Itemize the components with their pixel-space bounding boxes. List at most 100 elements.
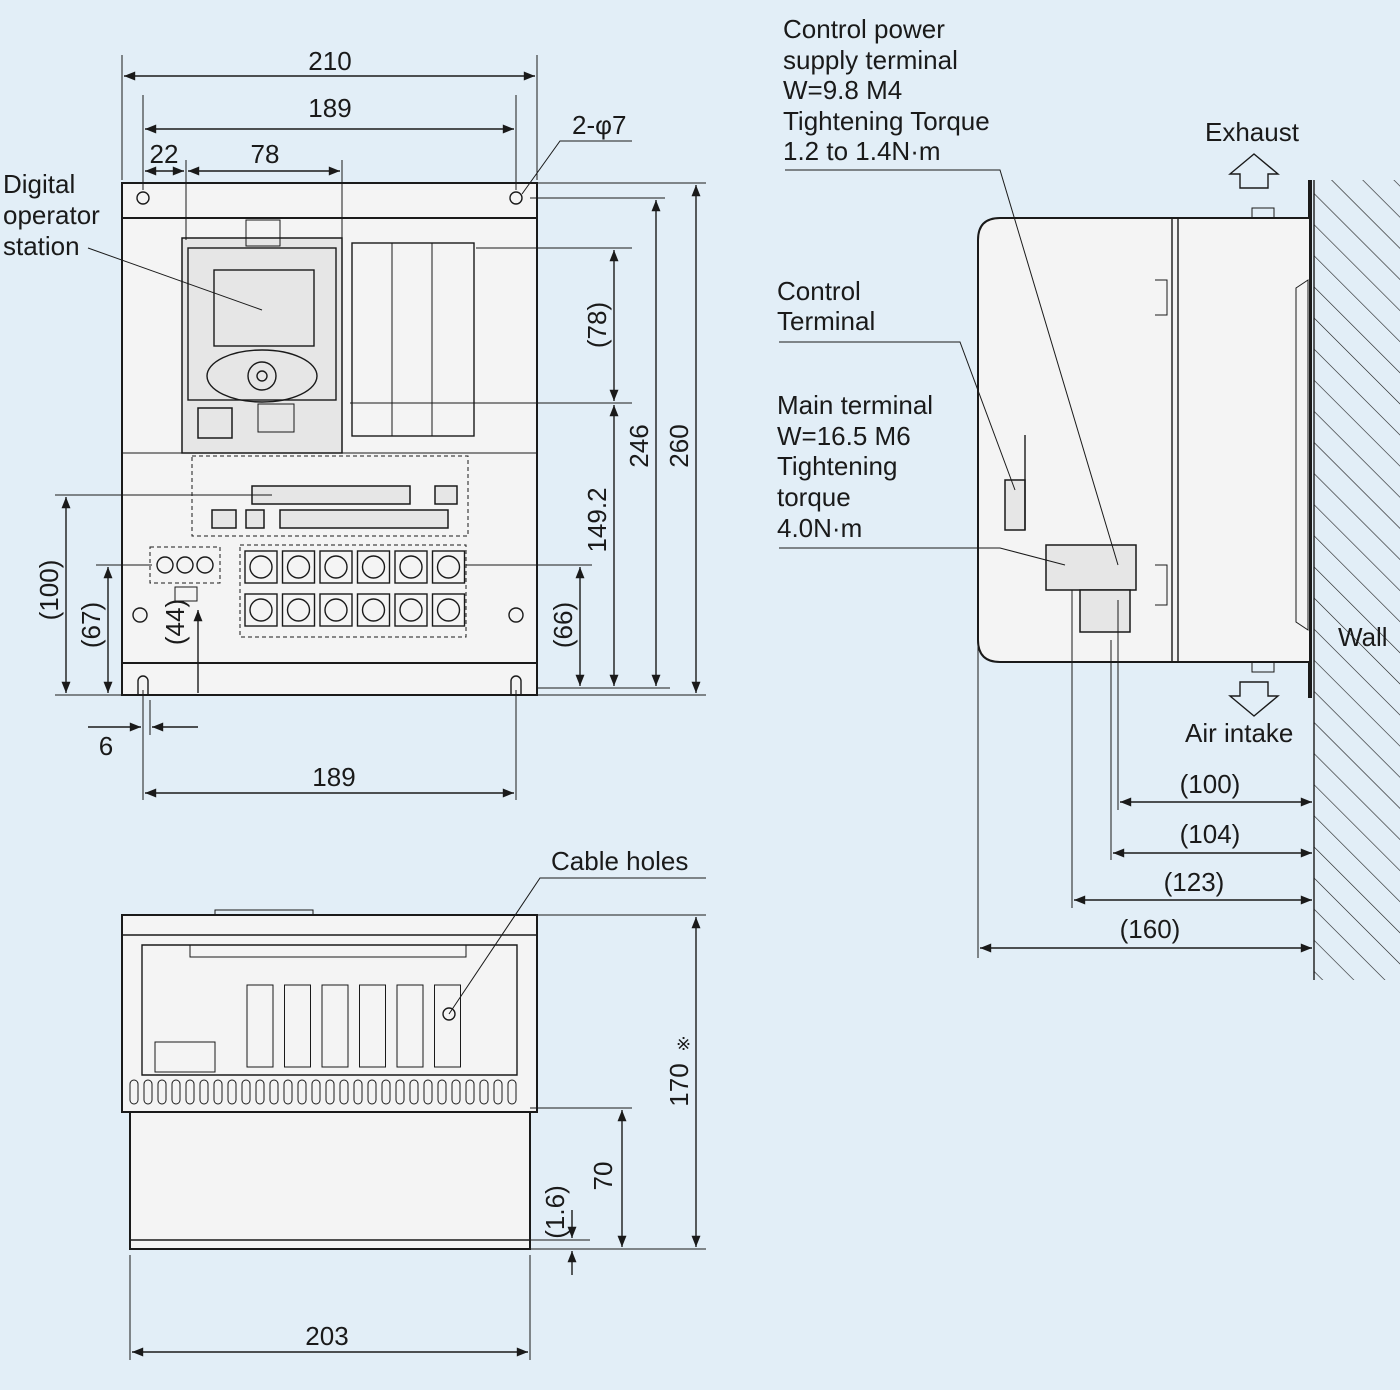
vent-slot <box>493 1079 503 1105</box>
screw-icon <box>399 598 423 622</box>
screw-icon <box>176 556 194 574</box>
vent-slot <box>297 1079 307 1105</box>
vent-slot <box>157 1079 167 1105</box>
wall-hatch <box>1314 180 1400 980</box>
dim-side-160: (160) <box>1120 914 1181 944</box>
vent-slot <box>395 1079 405 1105</box>
dim-44: (44) <box>160 599 190 645</box>
screw-icon <box>436 598 461 622</box>
cable-hole-panel <box>434 984 461 1068</box>
terminal-block <box>281 593 316 627</box>
cable-hole-panel <box>321 984 349 1068</box>
label-control-power-5: 1.2 to 1.4N·m <box>783 136 941 166</box>
dim-22: 22 <box>150 139 179 169</box>
label-control-power-2: supply terminal <box>783 45 958 75</box>
vent-slot <box>199 1079 209 1105</box>
dim-67: (67) <box>76 602 106 648</box>
terminal-block <box>244 593 278 627</box>
vent-slot <box>255 1079 265 1105</box>
label-control-power-3: W=9.8 M4 <box>783 75 902 105</box>
vent-slot <box>423 1079 433 1105</box>
label-main-terminal-5: 4.0N·m <box>777 513 862 543</box>
cable-hole-panel <box>246 984 274 1068</box>
vent-slot <box>311 1079 321 1105</box>
vent-slot <box>353 1079 363 1105</box>
screw-icon <box>361 598 386 622</box>
side-annotations: Control power supply terminal W=9.8 M4 T… <box>777 14 1388 958</box>
screw-icon <box>399 555 423 579</box>
vent-slot <box>507 1079 517 1105</box>
air-intake-arrow-icon <box>1228 681 1280 717</box>
screw-icon <box>286 598 311 622</box>
dim-78-vertical: (78) <box>582 302 612 348</box>
bottom-dimensions: Cable holes 170 ※ 70 (1.6) 203 <box>129 846 706 1360</box>
screw-icon <box>196 556 214 574</box>
vent-slot <box>409 1079 419 1105</box>
vent-slot <box>129 1079 139 1105</box>
vent-slot <box>185 1079 195 1105</box>
vent-slot <box>437 1079 447 1105</box>
dim-1-6: (1.6) <box>540 1185 570 1238</box>
vent-slot <box>143 1079 153 1105</box>
dim-100-left: (100) <box>34 560 64 621</box>
bottom-view <box>121 909 538 1250</box>
dim-170-note-mark: ※ <box>676 1034 691 1054</box>
screw-icon <box>286 555 311 579</box>
label-control-power-4: Tightening Torque <box>783 106 990 136</box>
vent-slot <box>283 1079 293 1105</box>
screw-icon <box>249 598 273 622</box>
label-operator-line1: Digital <box>3 169 75 199</box>
label-main-terminal-4: torque <box>777 482 851 512</box>
dim-246: 246 <box>624 424 654 467</box>
screw-icon <box>361 555 386 579</box>
exhaust-arrow-icon <box>1228 153 1280 189</box>
label-operator-line3: station <box>3 231 80 261</box>
terminal-block <box>319 550 353 584</box>
terminal-block <box>394 593 428 627</box>
label-main-terminal-3: Tightening <box>777 451 897 481</box>
vent-slot <box>241 1079 251 1105</box>
front-dimensions: 210 189 22 78 2-φ7 Digital operator stat… <box>3 46 706 800</box>
dim-189-top: 189 <box>308 93 351 123</box>
terminal-block <box>356 593 391 627</box>
screw-icon <box>156 556 174 574</box>
vent-slot <box>171 1079 181 1105</box>
dim-6: 6 <box>99 731 113 761</box>
cable-hole-panel <box>359 984 386 1068</box>
terminal-block <box>281 550 316 584</box>
label-main-terminal-1: Main terminal <box>777 390 933 420</box>
dim-66: (66) <box>548 602 578 648</box>
label-control-power-1: Control power <box>783 14 945 44</box>
vent-slot <box>479 1079 489 1105</box>
dim-210: 210 <box>308 46 351 76</box>
label-control-terminal-1: Control <box>777 276 861 306</box>
dim-78: 78 <box>251 139 280 169</box>
label-operator-line2: operator <box>3 200 100 230</box>
dim-170: 170 <box>664 1063 694 1106</box>
screw-icon <box>324 555 348 579</box>
dim-70: 70 <box>588 1162 618 1191</box>
dim-149-2: 149.2 <box>582 487 612 552</box>
screw-icon <box>324 598 348 622</box>
vent-slot <box>451 1079 461 1105</box>
label-control-terminal-2: Terminal <box>777 306 875 336</box>
label-main-terminal-2: W=16.5 M6 <box>777 421 911 451</box>
vent-slot <box>465 1079 475 1105</box>
terminal-block <box>431 550 466 584</box>
cable-hole-panel <box>396 984 424 1068</box>
terminal-block <box>431 593 466 627</box>
vent-slot <box>227 1079 237 1105</box>
label-air-intake: Air intake <box>1185 718 1293 748</box>
dim-side-100: (100) <box>1180 769 1241 799</box>
dim-260: 260 <box>664 424 694 467</box>
label-cable-holes: Cable holes <box>551 846 688 876</box>
vent-slot <box>381 1079 391 1105</box>
terminal-block <box>244 550 278 584</box>
dim-189-bottom: 189 <box>312 762 355 792</box>
vent-slot <box>213 1079 223 1105</box>
dim-side-104: (104) <box>1180 819 1241 849</box>
label-exhaust: Exhaust <box>1205 117 1300 147</box>
dim-mount-holes: 2-φ7 <box>572 110 626 140</box>
